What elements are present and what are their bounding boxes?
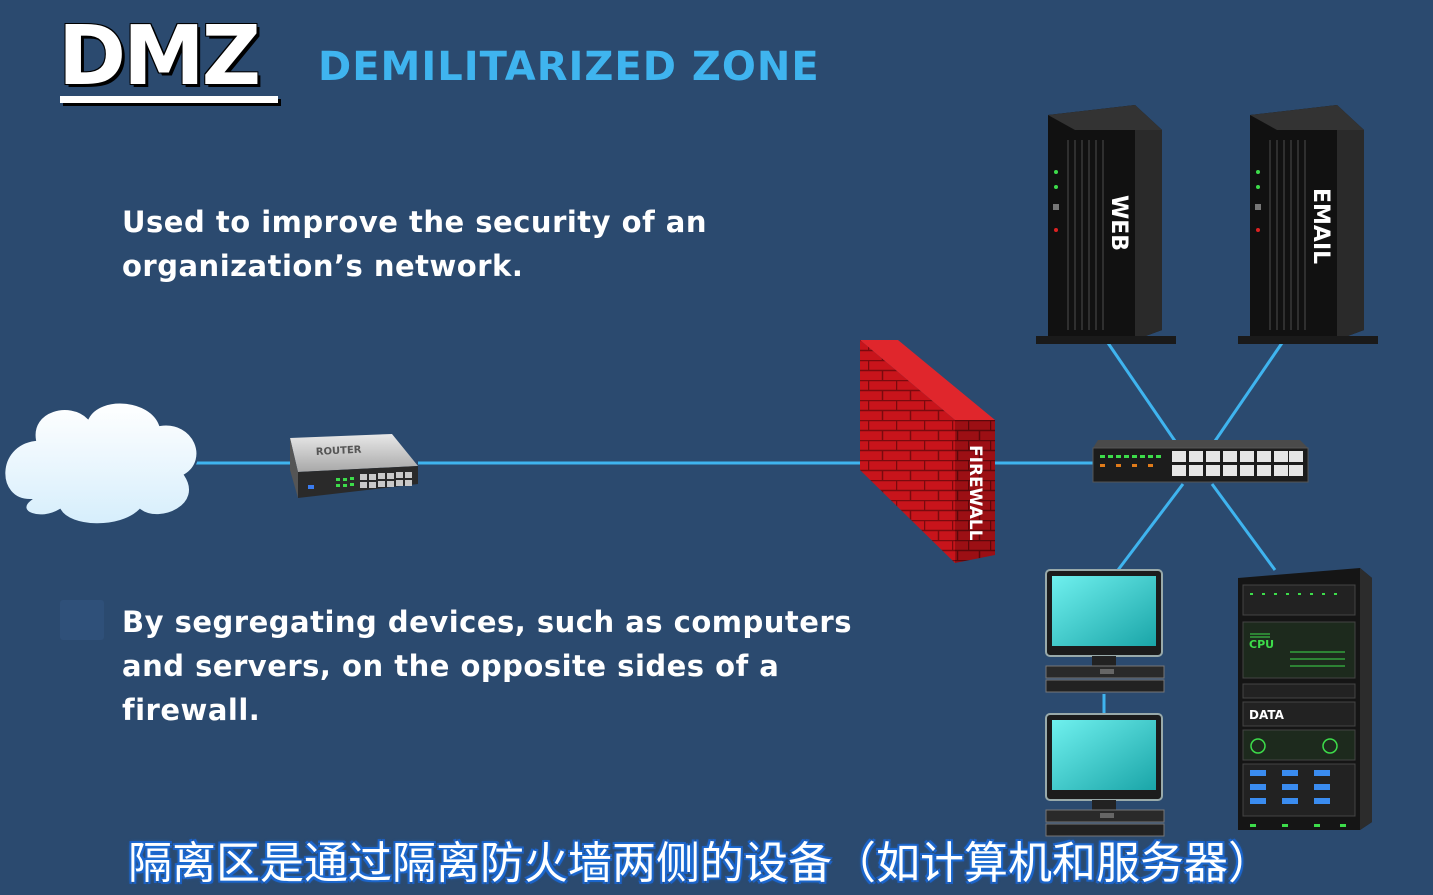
bullet-marker xyxy=(60,600,104,640)
computer-icon-1 xyxy=(1045,569,1165,693)
page-title: DMZ xyxy=(58,9,261,104)
page-subtitle: DEMILITARIZED ZONE xyxy=(318,44,820,90)
description-paragraph-1: Used to improve the security of an organ… xyxy=(122,205,708,283)
network-links xyxy=(195,342,1284,716)
firewall-label: FIREWALL xyxy=(965,445,985,541)
computer-icon-2 xyxy=(1045,713,1165,837)
email-server-label: EMAIL xyxy=(1308,188,1333,264)
rack-data-label: DATA xyxy=(1249,708,1285,722)
firewall-icon: FIREWALL xyxy=(860,340,995,563)
switch-email-link xyxy=(1213,342,1284,442)
email-server-icon: EMAIL xyxy=(1238,105,1378,344)
switch-web-link xyxy=(1106,342,1177,442)
description-paragraph-2: By segregating devices, such as computer… xyxy=(122,605,852,727)
web-server-icon: WEB xyxy=(1036,105,1176,344)
router-label: ROUTER xyxy=(316,445,362,458)
switch-rack-link xyxy=(1210,483,1277,571)
server-rack-icon: CPU DATA xyxy=(1238,568,1372,830)
switch-pc-link xyxy=(1116,483,1185,571)
rack-cpu-label: CPU xyxy=(1249,638,1274,651)
web-server-label: WEB xyxy=(1106,195,1131,251)
network-switch-icon xyxy=(1092,440,1309,483)
internet-cloud-icon xyxy=(3,401,199,526)
title-underline xyxy=(60,96,278,103)
video-subtitle-caption: 隔离区是通过隔离防火墙两侧的设备（如计算机和服务器） xyxy=(128,838,1272,889)
router-icon: ROUTER xyxy=(290,434,418,498)
